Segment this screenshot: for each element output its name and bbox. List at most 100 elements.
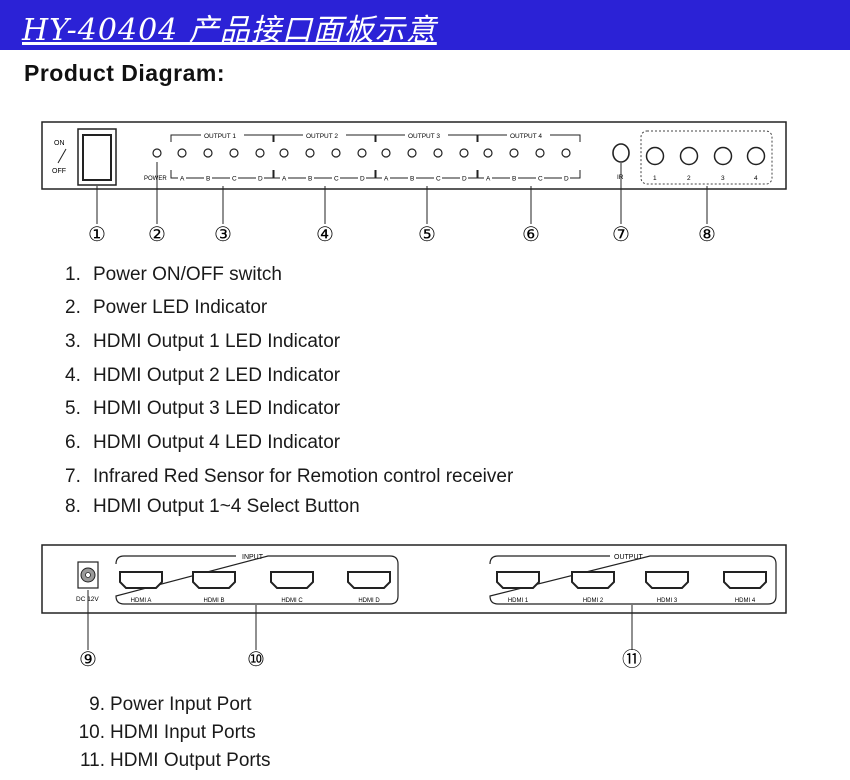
list-item-number: 5. [65,398,81,419]
hdmi-port-label: HDMI D [358,598,380,604]
hdmi-port-label: HDMI 4 [735,598,756,604]
hdmi-connector-icon [496,571,540,589]
list-item-number: 4. [65,365,81,386]
output-led [561,148,571,158]
ir-sensor [612,143,630,163]
list-item: 7. Infrared Red Sensor for Remotion contr… [65,466,513,488]
list-item-number: 6. [65,432,81,453]
hdmi-port: HDMI 1 [496,571,540,604]
list-item-text: HDMI Input Ports [110,722,256,743]
group-scale [170,170,275,179]
dc-jack-pin [85,572,91,578]
group-title: OUTPUT 1 [204,133,236,140]
switch-slash [57,148,67,164]
letter-bg [306,174,314,182]
letter-bg [408,174,416,182]
group-bracket [476,134,581,142]
list-item: 10.HDMI Input Ports [66,722,256,744]
list-item-number: 7. [65,466,81,487]
input-frame [115,555,399,605]
list-item-text: HDMI Output 3 LED Indicator [93,398,341,419]
hdmi-connector-icon [723,571,767,589]
hdmi-port-label: HDMI C [281,598,303,604]
letter-bg [460,174,468,182]
hdmi-port-label: HDMI 1 [508,598,529,604]
output-led [279,148,289,158]
list-item: 6.HDMI Output 4 LED Indicator [65,432,340,454]
page-heading: Product Diagram: [24,60,225,86]
list-item-number: 11. [79,750,105,771]
output-led [331,148,341,158]
list-item: 1. Power ON/OFF switch [65,264,282,286]
hdmi-ports: HDMI A HDMI B HDMI C HDMI D HDMI 1 HDMI 2 HDMI… [119,571,767,604]
hdmi-connector-icon [119,571,163,589]
output-led-letter: C [334,176,339,183]
input-title: INPUT [242,554,264,561]
title-banner: HY-40404 产品接口面板示意 [0,0,850,50]
callout-number: ② [148,224,166,246]
letter-bg [280,174,288,182]
output-led [433,148,443,158]
output-led-letter: A [180,176,185,183]
list-item-text: Power LED Indicator [93,297,268,318]
select-button-number: 1 [653,175,657,182]
group-title: OUTPUT 2 [306,133,338,140]
select-button [713,146,733,166]
letter-bg [562,174,570,182]
select-button-number: 3 [721,175,725,182]
output-led [381,148,391,158]
hdmi-port: HDMI B [192,571,236,604]
list-item-number: 1. [65,264,81,285]
list-item: 9.Power Input Port [66,694,252,716]
output-led-letter: A [282,176,287,183]
hdmi-port: HDMI A [119,571,163,604]
list-item-text: Infrared Red Sensor for Remotion control… [93,466,514,487]
output-led [459,148,469,158]
list-item-text: HDMI Output 2 LED Indicator [93,365,341,386]
letter-bg [178,174,186,182]
output-frame [489,555,777,605]
output-led-letter: D [360,176,365,183]
list-item: 3.HDMI Output 1 LED Indicator [65,331,340,353]
output-led [177,148,187,158]
hdmi-port: HDMI 4 [723,571,767,604]
power-led [152,148,162,158]
group-scale [272,170,377,179]
power-switch-rocker [82,134,112,181]
output-led-letter: B [308,176,312,183]
output-led-letter: A [384,176,389,183]
output-led-letter: B [206,176,210,183]
callout-number: ⑧ [698,224,716,246]
group-title: OUTPUT 4 [510,133,542,140]
hdmi-port: HDMI C [270,571,314,604]
letter-bg [204,174,212,182]
hdmi-port: HDMI 3 [645,571,689,604]
list-item-number: 3. [65,331,81,352]
list-item-text: Power ON/OFF switch [93,264,282,285]
hdmi-port-label: HDMI A [131,598,152,604]
letter-bg [382,174,390,182]
output-led-letter: C [436,176,441,183]
output-led-letter: A [486,176,491,183]
callout-number: ③ [214,224,232,246]
hdmi-connector-icon [347,571,391,589]
select-button [679,146,699,166]
letter-bg [332,174,340,182]
group-scale [374,170,479,179]
list-item-text: HDMI Output 1~4 Select Button [93,496,360,517]
list-item-text: Power Input Port [110,694,252,715]
list-item: 5. HDMI Output 3 LED Indicator [65,398,340,420]
callout-number: ⑥ [522,224,540,246]
output-led-letter: C [538,176,543,183]
letter-bg [358,174,366,182]
select-button [746,146,766,166]
hdmi-port-label: HDMI 3 [657,598,678,604]
list-item: 8.HDMI Output 1~4 Select Button [65,496,360,518]
hdmi-port-label: HDMI 2 [583,598,604,604]
